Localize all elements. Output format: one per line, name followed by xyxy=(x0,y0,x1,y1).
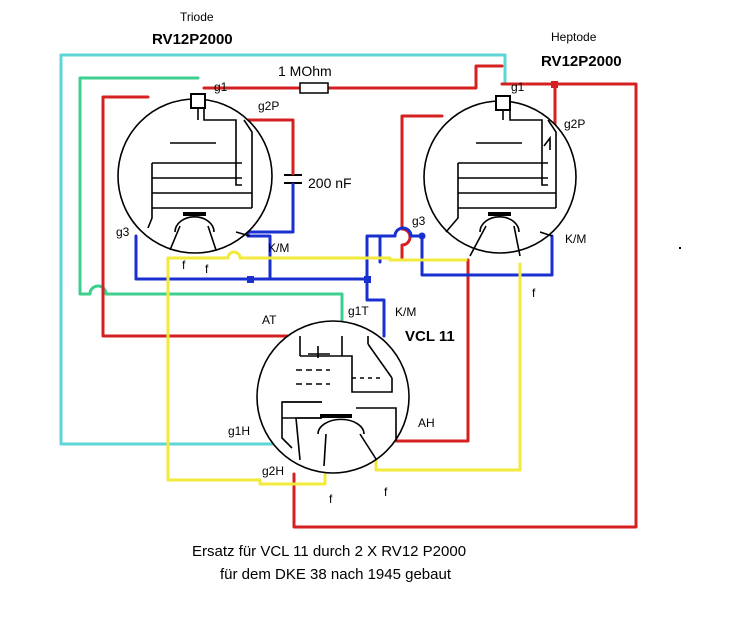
junction-dot xyxy=(418,232,426,240)
stray-dot xyxy=(679,247,681,249)
heptode-pin-km: K/M xyxy=(565,232,586,246)
triode-pin-g2p: g2P xyxy=(258,99,279,113)
vcl11-pin-km: K/M xyxy=(395,305,416,319)
vcl11-pin-g1h: g1H xyxy=(228,424,250,438)
resistor-symbol xyxy=(299,82,329,94)
vcl11-pin-g2h: g2H xyxy=(262,464,284,478)
junction-dot xyxy=(247,276,254,283)
wire-red-triode-g2p-cap xyxy=(242,118,295,170)
wire-green xyxy=(78,76,344,338)
triode-pin-g3: g3 xyxy=(116,225,130,239)
capacitor-value: 200 nF xyxy=(308,175,352,191)
vcl11-pin-at: AT xyxy=(262,313,277,327)
caption-line-2: für dem DKE 38 nach 1945 gebaut xyxy=(220,566,452,583)
vcl11-pin-ah: AH xyxy=(418,416,435,430)
wire-red-triode-vcl-at xyxy=(101,95,302,338)
heptode-role: Heptode xyxy=(551,30,597,44)
vcl11-pin-f1: f xyxy=(329,492,333,506)
resistor-value: 1 MOhm xyxy=(278,63,332,79)
wire-yellow-heater-right xyxy=(374,262,522,472)
heptode-pin-f: f xyxy=(532,286,536,300)
vcl11-tube xyxy=(256,320,410,474)
junction-dot xyxy=(364,276,371,283)
triode-role: Triode xyxy=(180,10,214,24)
vcl11-pin-g1t: g1T xyxy=(348,304,369,318)
vcl11-type: VCL 11 xyxy=(405,328,455,345)
wire-yellow-heater-left xyxy=(166,256,303,486)
heptode-tube xyxy=(423,95,577,257)
triode-type: RV12P2000 xyxy=(152,31,233,48)
heptode-pin-g3: g3 xyxy=(412,214,426,228)
heptode-pin-g1: g1 xyxy=(511,80,525,94)
triode-tube xyxy=(117,93,273,254)
junctions xyxy=(247,81,558,283)
wire-cyan xyxy=(59,53,507,446)
triode-pin-f2: f xyxy=(205,262,209,276)
wire-yellow-heater-mid xyxy=(166,250,468,262)
junction-dot xyxy=(551,81,558,88)
wire-red-resistor-right xyxy=(326,64,504,90)
triode-pin-g1: g1 xyxy=(214,80,228,94)
triode-pin-f1: f xyxy=(182,258,186,272)
heptode-type: RV12P2000 xyxy=(541,53,622,70)
triode-pin-km: K/M xyxy=(268,241,289,255)
wire-blue-heptode-km xyxy=(420,234,554,277)
wire-blue-triode-cathode xyxy=(134,188,424,281)
wire-red-heptode-right-loop xyxy=(292,82,638,529)
capacitor-symbol xyxy=(284,168,302,190)
heptode-pin-g2p: g2P xyxy=(564,117,585,131)
vcl11-pin-f2: f xyxy=(384,485,388,499)
wire-blue-triode-km xyxy=(246,234,272,281)
wire-blue-vcl-km xyxy=(365,277,386,338)
wires xyxy=(59,53,638,529)
caption-line-1: Ersatz für VCL 11 durch 2 X RV12 P2000 xyxy=(192,543,466,560)
